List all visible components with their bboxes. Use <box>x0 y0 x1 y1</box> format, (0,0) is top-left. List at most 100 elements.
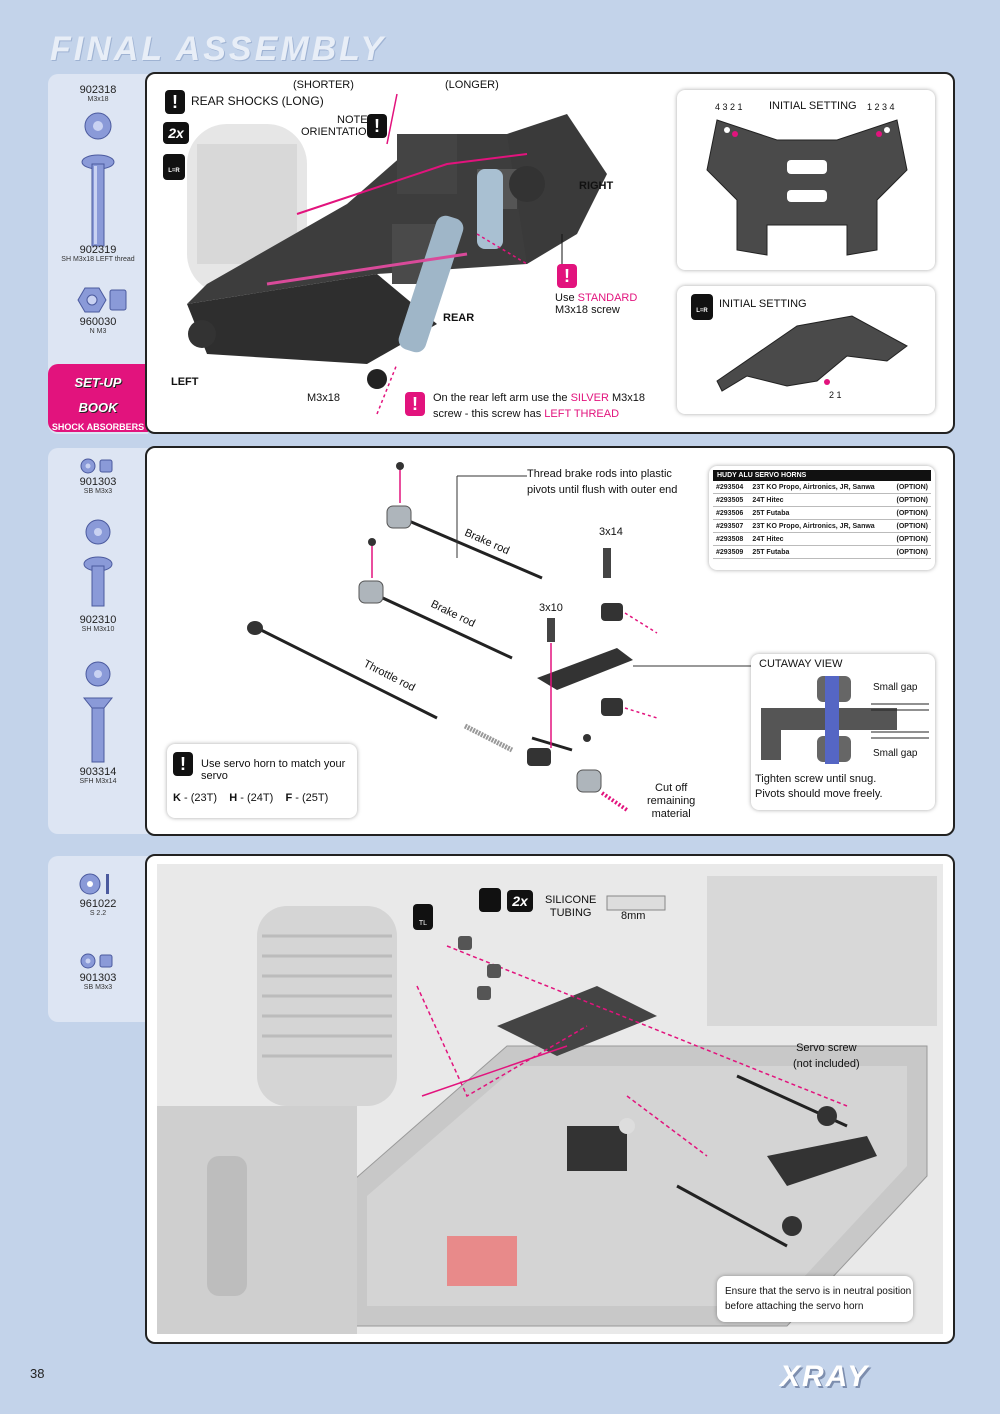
shock-tower-initial-setting: INITIAL SETTING 4 3 2 1 1 2 3 4 <box>677 90 935 270</box>
hudy-cell-opt: (OPTION) <box>889 493 931 507</box>
page-title: FINAL ASSEMBLY <box>50 30 387 68</box>
hudy-cell-opt: (OPTION) <box>889 545 931 559</box>
section2-panel: Thread brake rods into plastic pivots un… <box>145 446 955 836</box>
hudy-cell-code: #293509 <box>713 545 750 559</box>
rear-label: REAR <box>443 312 475 324</box>
shock-tower-illustration <box>706 119 908 256</box>
washer-s22-icon <box>79 873 109 895</box>
quantity-badge: 2x <box>163 122 189 144</box>
standard-screw-note: Use STANDARD M3x18 screw <box>555 292 638 316</box>
hudy-cell-opt: (OPTION) <box>889 506 931 520</box>
hudy-cell-code: #293507 <box>713 519 750 533</box>
part-902310: 902310 SH M3x10 <box>48 516 148 634</box>
left-equals-right-icon: L=R <box>163 154 185 180</box>
orientation-label: ORIENTATION <box>301 126 375 138</box>
tower-holes-left: 4 3 2 1 <box>715 102 743 112</box>
hudy-cell-opt: (OPTION) <box>889 519 931 533</box>
servo-horn-warning-icon: ! <box>173 752 193 776</box>
hudy-cell-code: #293504 <box>713 481 750 494</box>
screw-m3x3-icon <box>80 458 113 474</box>
part-902318: 902318 M3x18 <box>48 84 148 254</box>
nut-m3-icon <box>77 287 127 313</box>
horn-options: K - (23T) H - (24T) F - (25T) <box>173 792 329 804</box>
thread-brake-note: Thread brake rods into plastic pivots un… <box>527 468 678 496</box>
hudy-cell-desc: 24T Hitec <box>749 493 890 507</box>
arm-holes: 2 1 <box>829 390 842 400</box>
rear-arm-illustration <box>716 315 908 392</box>
part-903314: 903314 SFH M3x14 <box>48 656 148 786</box>
hudy-cell-opt: (OPTION) <box>889 481 931 494</box>
small-gap-label-1: Small gap <box>873 682 918 693</box>
hudy-cell-code: #293508 <box>713 532 750 546</box>
shorter-label: (SHORTER) <box>293 79 354 91</box>
part-901303-b: 901303 SB M3x3 <box>48 950 148 992</box>
rear-arm-initial-setting: L=R INITIAL SETTING 2 1 <box>677 286 935 414</box>
right-label: RIGHT <box>579 180 614 192</box>
screw-m3x14-icon <box>82 661 114 763</box>
screw-3x14-label: 3x14 <box>599 526 623 538</box>
initial-setting-title: INITIAL SETTING <box>769 100 857 112</box>
hudy-cell-desc: 25T Futaba <box>749 506 890 520</box>
silicone-tubing-label: SILICONE TUBING <box>545 894 597 919</box>
hudy-cell-opt: (OPTION) <box>889 532 931 546</box>
servo-horn-note: Use servo horn to match your servo <box>201 758 346 782</box>
left-thread-note: On the rear left arm use the SILVER M3x1… <box>433 392 645 420</box>
page-number: 38 <box>30 1366 45 1381</box>
tower-holes-right: 1 2 3 4 <box>867 102 895 112</box>
section1-panel: ! REAR SHOCKS (LONG) 2x L=R (SHORTER) (L… <box>145 72 955 434</box>
section2-parts-sidebar <box>48 448 148 834</box>
part-901303-a: 901303 SB M3x3 <box>48 456 148 496</box>
cutaway-illustration <box>761 676 929 764</box>
part-902319: 902319 SH M3x18 LEFT thread <box>61 244 135 263</box>
longer-label: (LONGER) <box>445 79 499 91</box>
arm-left-equals-right-icon: L=R <box>691 294 713 320</box>
brake-throttle-linkage-illustration <box>247 462 757 812</box>
hudy-table-title: HUDY ALU SERVO HORNS <box>713 470 931 481</box>
part-960030: 960030 N M3 <box>48 284 148 336</box>
left-thread-warning-icon: ! <box>405 392 425 416</box>
hudy-cell-desc: 24T Hitec <box>749 532 890 546</box>
hudy-cell-desc: 23T KO Propo, Airtronics, JR, Sanwa <box>749 519 890 533</box>
hudy-cell-desc: 23T KO Propo, Airtronics, JR, Sanwa <box>749 481 890 494</box>
tubing-length-label: 8mm <box>621 910 646 922</box>
part-961022: 961022 S 2.2 <box>48 870 148 918</box>
arm-initial-setting-title: INITIAL SETTING <box>719 298 807 310</box>
cut-off-note: Cut off remaining material <box>647 782 696 820</box>
tubing-icon <box>479 888 501 912</box>
left-label: LEFT <box>171 376 199 388</box>
cutaway-view-panel: CUTAWAY VIEW Small gap Small gap Tighten… <box>751 654 935 810</box>
xray-logo: XRAY <box>780 1360 870 1393</box>
rear-suspension-illustration <box>187 93 607 415</box>
standard-screw-warning-icon: ! <box>557 264 577 288</box>
hudy-cell-desc: 25T Futaba <box>749 545 890 559</box>
servo-screw-note: Servo screw (not included) <box>793 1042 860 1070</box>
neutral-position-note: Ensure that the servo is in neutral posi… <box>717 1276 913 1322</box>
rear-shocks-warning-icon: ! <box>165 90 185 114</box>
cutaway-view-title: CUTAWAY VIEW <box>759 658 843 670</box>
hudy-cell-code: #293505 <box>713 493 750 507</box>
section3-panel: TL 2x SILICONE TUBING 8mm Servo screw (n… <box>145 854 955 1344</box>
screw-3x10-label: 3x10 <box>539 602 563 614</box>
screw-m3x3-icon-2 <box>80 953 113 969</box>
screw-m3x18-label: M3x18 <box>307 392 341 404</box>
screw-m3x10-icon <box>83 519 113 607</box>
quantity-badge-2: 2x <box>507 890 533 912</box>
rear-shocks-label: REAR SHOCKS (LONG) <box>191 94 324 108</box>
tl-icon: TL <box>413 904 433 930</box>
servo-horn-note-panel: ! Use servo horn to match your servo K -… <box>167 744 357 818</box>
note-label: NOTE <box>337 114 368 126</box>
orientation-warning-icon: ! <box>367 114 387 138</box>
small-gap-label-2: Small gap <box>873 748 918 759</box>
screw-m3x18-icon <box>81 112 115 247</box>
hudy-cell-code: #293506 <box>713 506 750 520</box>
servo-linkage-illustration <box>157 864 943 1334</box>
setup-book-badge: SET-UP BOOK SHOCK ABSORBERS <box>48 364 148 432</box>
